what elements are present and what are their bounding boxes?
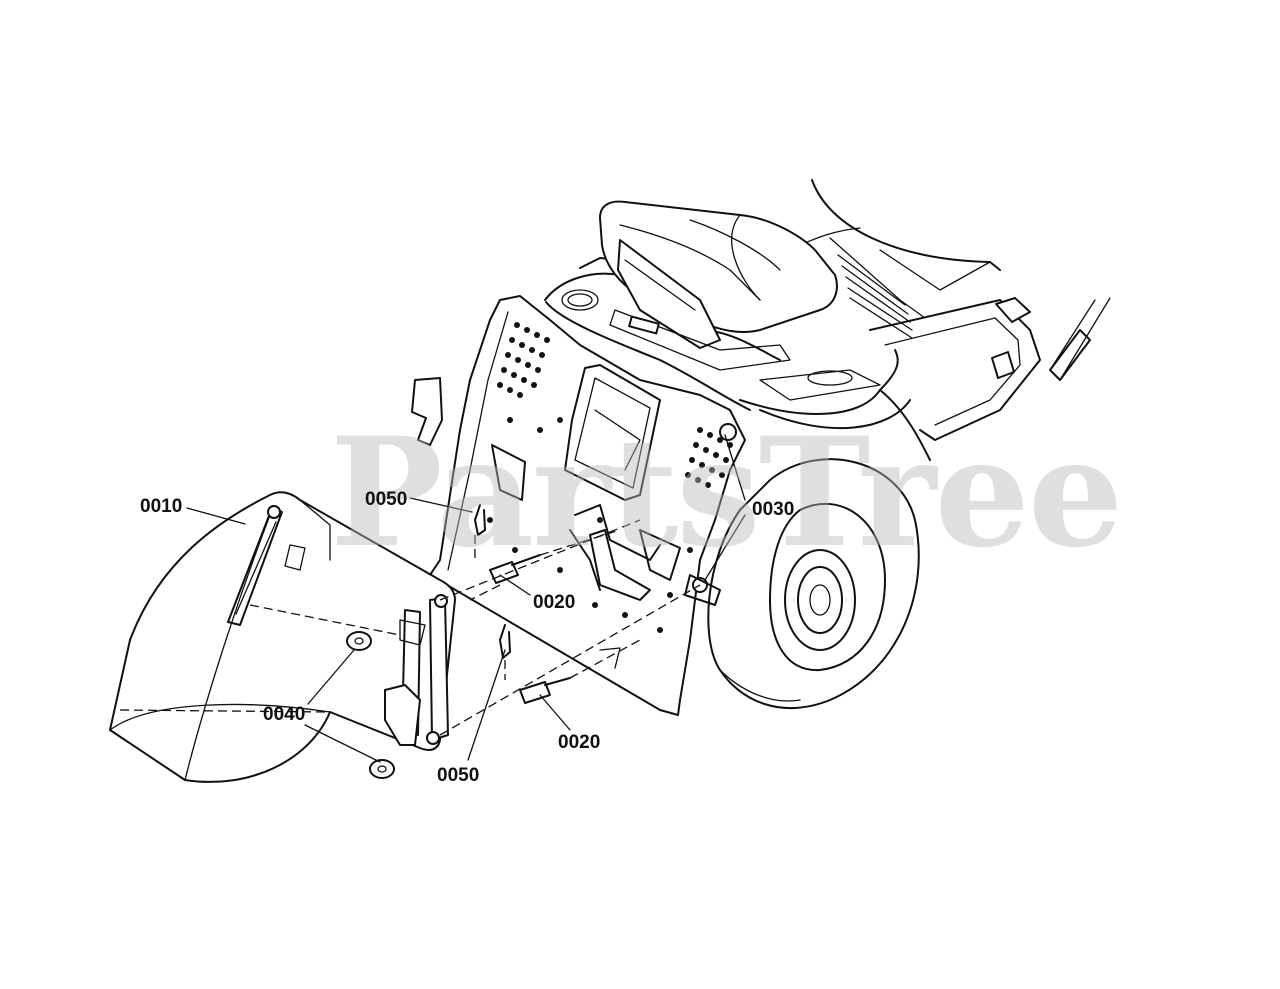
callout-0050-upper[interactable]: 0050 xyxy=(365,489,407,510)
seat xyxy=(599,200,838,371)
callout-0030[interactable]: 0030 xyxy=(752,499,794,520)
assembly-lines xyxy=(249,519,701,736)
watermark: PartsTree xyxy=(330,405,1121,581)
callout-0050-lower[interactable]: 0050 xyxy=(437,765,479,786)
callout-0040[interactable]: 0040 xyxy=(263,704,305,725)
rear-plate xyxy=(411,295,746,716)
callout-0020-upper[interactable]: 0020 xyxy=(533,592,575,613)
hood-grille xyxy=(829,237,991,339)
rear-wheel xyxy=(707,458,920,709)
vent-grid-left xyxy=(497,322,550,398)
deflector-chute xyxy=(109,491,456,783)
leader-lines xyxy=(186,434,746,763)
tractor-body xyxy=(544,179,1111,461)
callout-0010[interactable]: 0010 xyxy=(140,496,182,517)
callout-labels: 0010 0050 0020 0030 0040 0050 0020 xyxy=(140,489,794,786)
callout-0020-lower[interactable]: 0020 xyxy=(558,732,600,753)
vent-grid-right xyxy=(685,427,733,488)
washers xyxy=(346,631,395,779)
